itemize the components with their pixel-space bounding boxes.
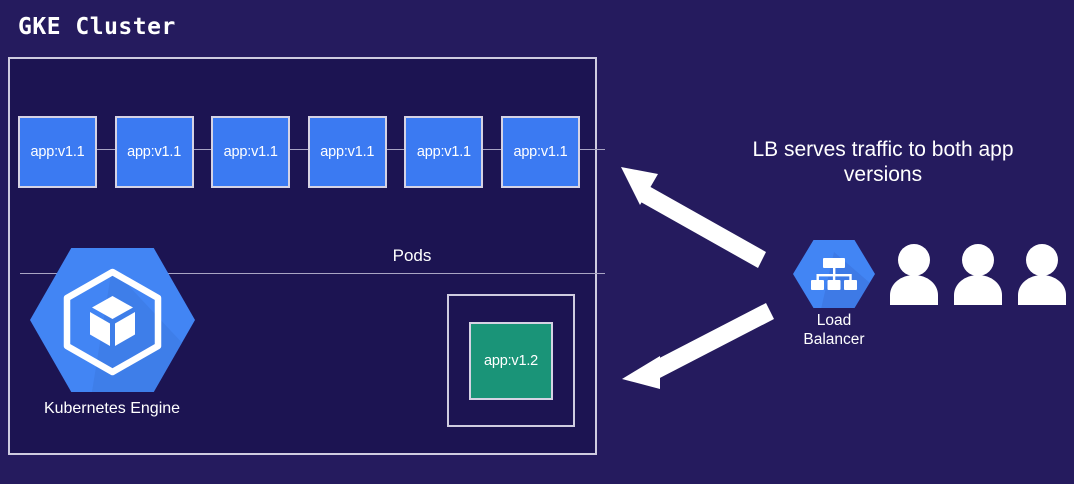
lb-annotation-line2: versions: [843, 162, 923, 186]
cluster-divider-middle: [20, 273, 605, 274]
pod-box[interactable]: app:v1.1: [500, 116, 580, 188]
arrow-lb-to-canary-pod: [622, 303, 774, 389]
load-balancer-caption-line2: Balancer: [803, 330, 865, 348]
kubernetes-engine-hexagon-icon: [29, 244, 195, 396]
user-icon: [954, 244, 1002, 305]
pod-box[interactable]: app:v1.1: [404, 116, 484, 188]
load-balancer-block: Load Balancer: [782, 238, 886, 349]
user-icon: [1018, 244, 1066, 305]
pod-box[interactable]: app:v1.1: [211, 116, 291, 188]
kubernetes-engine-block: Kubernetes Engine: [22, 244, 202, 418]
pods-label: Pods: [392, 246, 432, 265]
load-balancer-caption-line1: Load: [816, 312, 852, 329]
canary-pod-container: app:v1.2: [447, 294, 575, 427]
users-group: [888, 243, 1068, 305]
load-balancer-caption: Load Balancer: [782, 312, 886, 349]
lb-annotation: LB serves traffic to both app versions: [713, 138, 1053, 188]
lb-annotation-line1: LB serves traffic to both app: [752, 138, 1014, 161]
pod-box[interactable]: app:v1.1: [18, 116, 97, 188]
page-title: GKE Cluster: [18, 14, 176, 40]
pod-box[interactable]: app:v1.1: [307, 116, 387, 188]
pods-row: app:v1.1 app:v1.1 app:v1.1 app:v1.1 app:…: [18, 116, 580, 188]
pod-box[interactable]: app:v1.1: [114, 116, 194, 188]
kubernetes-engine-caption: Kubernetes Engine: [43, 400, 181, 417]
load-balancer-hexagon-icon[interactable]: [793, 238, 875, 310]
user-icon: [890, 244, 938, 305]
canary-pod-box[interactable]: app:v1.2: [469, 321, 553, 400]
